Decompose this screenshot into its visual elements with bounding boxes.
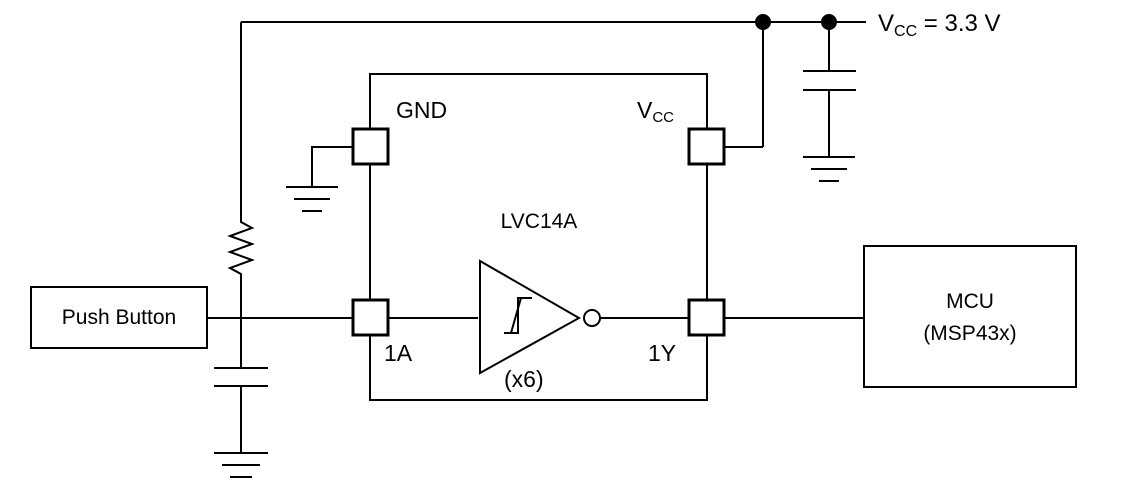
pin-1a-label: 1A [384, 340, 413, 366]
vcc-pin-label: VCC [637, 97, 674, 126]
schmitt-inverter [479, 259, 582, 375]
ic-body [369, 73, 708, 401]
ic-pin-1a [351, 298, 390, 337]
ground-icon [286, 186, 338, 212]
ic-name: LVC14A [501, 210, 578, 233]
ic-pin-vcc [687, 127, 726, 166]
ic-pin-gnd [351, 127, 390, 166]
gate-count-label: (x6) [504, 366, 544, 392]
junction-dot [755, 14, 771, 30]
vcc-supply-label: VCC = 3.3 V [878, 10, 1001, 40]
inverter-bubble [583, 309, 601, 327]
junction-dot [821, 14, 837, 30]
push-button-label: Push Button [62, 306, 176, 329]
pullup-resistor [227, 216, 255, 318]
mcu-box [863, 245, 1077, 388]
pin-1y-label: 1Y [648, 340, 676, 366]
ground-icon [214, 452, 268, 478]
ic-gnd-wire [311, 146, 353, 187]
push-button-box [30, 286, 208, 349]
ground-icon [803, 156, 855, 182]
ic-pin-1y [687, 298, 726, 337]
mcu-label: MCU [946, 290, 994, 313]
hysteresis-icon-inner [510, 297, 532, 334]
gnd-pin-label: GND [396, 97, 447, 123]
mcu-part-label: (MSP43x) [923, 322, 1016, 345]
